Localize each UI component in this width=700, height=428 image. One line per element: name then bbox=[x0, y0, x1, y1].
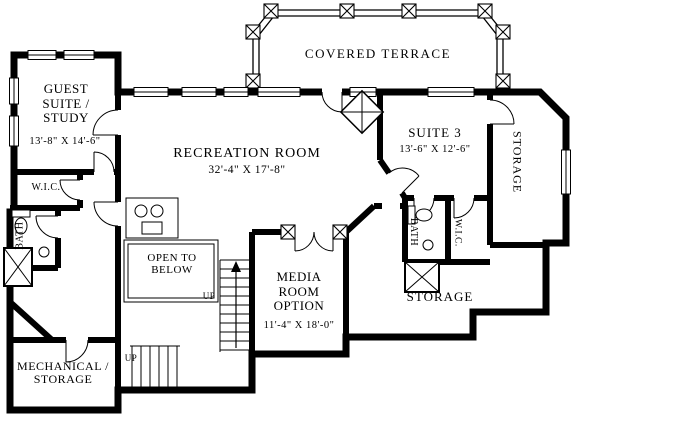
room-label-suite-3: SUITE 3 bbox=[408, 125, 462, 140]
room-dims-guest-suite: 13'-8" X 14'-6" bbox=[29, 136, 101, 147]
room-label-media-room: MEDIA ROOM OPTION bbox=[273, 269, 325, 314]
room-dims-media-room: 11'-4" X 18'-0" bbox=[263, 320, 335, 331]
room-label-mechanical-storage: MECHANICAL / STORAGE bbox=[17, 359, 109, 387]
room-label-bath-right: BATH bbox=[408, 217, 420, 247]
chimney-recreation bbox=[339, 89, 385, 135]
room-label-open-to-below: OPEN TO BELOW bbox=[147, 252, 197, 277]
stairs-upper bbox=[219, 259, 252, 352]
room-label-covered-terrace: COVERED TERRACE bbox=[304, 46, 452, 61]
interior-walls bbox=[7, 55, 546, 390]
room-label-recreation-room: RECREATION ROOM bbox=[173, 146, 321, 161]
stairs-up-label-upper: UP bbox=[202, 291, 216, 301]
room-label-wic-right: W.I.C. bbox=[452, 219, 463, 247]
stairs-lower bbox=[130, 345, 180, 388]
stairs-up-label-lower: UP bbox=[124, 353, 138, 363]
room-label-guest-suite: GUEST SUITE / STUDY bbox=[42, 81, 90, 126]
chimney-bath-right bbox=[404, 261, 440, 293]
fireplace-left bbox=[3, 247, 33, 287]
terrace-pillars bbox=[245, 3, 511, 89]
windows bbox=[9, 50, 571, 195]
bath-fixtures bbox=[11, 205, 434, 258]
open-to-below-railing bbox=[123, 239, 219, 303]
media-room-pillars bbox=[280, 224, 348, 240]
room-dims-suite-3: 13'-6" X 12'-6" bbox=[399, 144, 471, 155]
bar-counter bbox=[125, 197, 179, 239]
room-label-wic-left: W.I.C. bbox=[31, 182, 61, 193]
room-dims-recreation-room: 32'-4" X 17'-8" bbox=[208, 164, 286, 176]
room-label-storage-right: STORAGE bbox=[510, 131, 525, 194]
terrace-outline bbox=[252, 9, 504, 90]
terrace-door-opening bbox=[322, 88, 342, 97]
room-label-storage-lower: STORAGE bbox=[406, 289, 474, 304]
room-label-bath-left: BATH bbox=[14, 221, 26, 250]
